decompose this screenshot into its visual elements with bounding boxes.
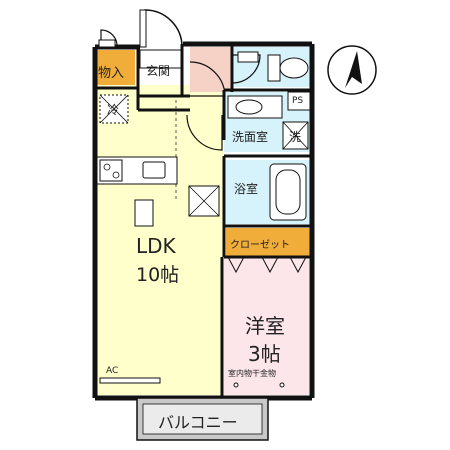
toilet-icon — [267, 54, 309, 82]
entrance-door — [144, 9, 183, 48]
ac-label: AC — [106, 366, 119, 376]
storage-floor — [97, 50, 135, 85]
ldk-size: 10帖 — [136, 264, 180, 286]
closet-floor — [226, 228, 310, 256]
kitchen-sink — [142, 161, 166, 179]
western-room-name: 洋室 — [245, 314, 285, 338]
ldk-door — [186, 114, 223, 151]
closet-label: クローゼット — [230, 240, 290, 251]
toilet-door — [231, 54, 261, 84]
storage-door-frame — [98, 39, 116, 48]
compass-icon — [327, 45, 377, 95]
washroom-label: 洗面室 — [232, 130, 269, 144]
stove-icon — [99, 159, 123, 182]
drying-label: 室内物干金物 — [228, 369, 276, 378]
ps-label: PS — [292, 96, 304, 106]
hall-door — [189, 61, 226, 97]
ldk-floor — [97, 85, 223, 395]
refrigerator-icon — [99, 94, 129, 124]
storage-label: 物入 — [98, 66, 125, 81]
bath-label: 浴室 — [234, 182, 259, 196]
ps-box — [287, 91, 311, 111]
entrance-step — [139, 9, 147, 48]
closet-doors — [227, 256, 307, 274]
ventilation-box — [188, 185, 220, 217]
western-room-size: 3帖 — [248, 342, 281, 366]
western-room-floor — [224, 257, 309, 395]
balcony-inner — [142, 403, 263, 435]
refrigerator-label: 冷 — [107, 103, 120, 117]
bathtub-icon — [269, 163, 307, 221]
drying-hook-right — [279, 382, 285, 388]
entrance-label: 玄関 — [146, 64, 171, 78]
ac-unit — [99, 377, 161, 384]
toilet-sink — [237, 51, 259, 63]
washer-label: 洗 — [289, 130, 302, 144]
ldk-name: LDK — [136, 234, 176, 258]
shoe-box — [139, 49, 183, 69]
drying-hook-left — [233, 382, 239, 388]
storage-door — [100, 29, 118, 48]
sink-icon — [227, 95, 283, 119]
balcony-label: バルコニー — [158, 413, 238, 432]
washer-icon — [282, 121, 309, 150]
kitchen-pillar — [134, 199, 154, 227]
